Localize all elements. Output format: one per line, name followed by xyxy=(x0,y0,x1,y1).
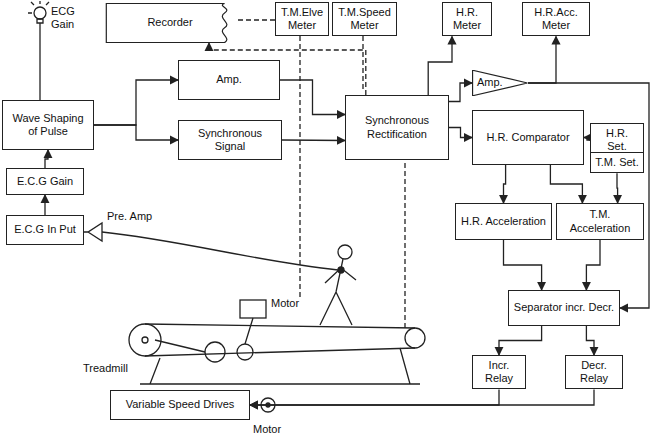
node-text: H.R. Comparator xyxy=(486,131,569,144)
process-box: E.C.G Gain xyxy=(6,168,84,195)
ecg-lead xyxy=(102,232,338,270)
lamp-label: ECG Gain xyxy=(50,5,84,30)
meter-box: H.R. Meter xyxy=(442,2,492,36)
connector xyxy=(550,165,582,203)
part-label: Motor xyxy=(270,297,300,310)
connector xyxy=(282,139,345,141)
node-text: T.M.Elve Meter xyxy=(280,6,324,32)
node-text: H.R.Acc. Meter xyxy=(527,6,585,32)
drive-wheel xyxy=(205,342,225,362)
node-text: Recorder xyxy=(147,16,192,29)
connector xyxy=(250,389,594,405)
lamp-wire xyxy=(39,23,40,100)
process-box: T.M. Acceleration xyxy=(556,203,644,240)
treadmill-motor xyxy=(240,300,266,318)
connector xyxy=(586,240,600,290)
treadmill-frame xyxy=(140,348,420,384)
meter-box: T.M.Speed Meter xyxy=(332,2,397,36)
connector xyxy=(504,165,506,203)
process-box: H.R. Comparator xyxy=(472,110,584,165)
speed-sensor-line xyxy=(362,36,363,92)
connector xyxy=(280,80,345,115)
node-text: E.C.G In Put xyxy=(14,223,76,236)
process-box: Synchronous Signal xyxy=(178,120,282,160)
node-text: Synchronous Signal xyxy=(183,127,277,153)
lamp-rays xyxy=(28,1,49,23)
connector xyxy=(504,240,542,290)
node-text: Separator incr. Decr. xyxy=(514,301,614,314)
connector xyxy=(44,195,45,215)
lamp-symbol xyxy=(34,7,46,19)
process-box: E.C.G In Put xyxy=(6,215,84,245)
connector xyxy=(449,83,472,102)
part-label: Motor xyxy=(252,423,282,436)
drive-wheel xyxy=(237,344,253,360)
node-text: Amp. xyxy=(216,73,242,86)
node-text: Amp. xyxy=(477,76,503,89)
preamp-symbol xyxy=(84,223,102,241)
node-text: H.R. Meter xyxy=(447,6,487,32)
node-text: T.M.Speed Meter xyxy=(337,6,392,32)
part-label: Treadmill xyxy=(82,362,129,375)
node-text: Synchronous Rectification xyxy=(350,114,444,140)
connector xyxy=(428,36,452,95)
runner-figure xyxy=(320,259,356,325)
process-box: Synchronous Rectification xyxy=(345,95,449,160)
drive-belt xyxy=(155,318,253,352)
connector xyxy=(499,326,542,355)
node-text: H.R. Acceleration xyxy=(461,215,546,228)
process-box: Amp. xyxy=(178,60,280,100)
connector xyxy=(586,326,594,355)
rear-roller xyxy=(405,328,425,348)
node-text: Incr. Relay xyxy=(477,359,521,385)
process-box: H.R. Acceleration xyxy=(455,203,552,240)
node-text: T.M. Acceleration xyxy=(561,208,639,234)
amplifier-triangle: Amp. xyxy=(472,70,528,96)
connector xyxy=(94,80,178,125)
node-text: Variable Speed Drives xyxy=(126,398,235,411)
speed-sensor-line xyxy=(404,163,405,330)
drive-box: Variable Speed Drives xyxy=(110,390,250,420)
process-box: Wave Shaping of Pulse xyxy=(2,100,94,150)
setting-box: T.M. Set. xyxy=(590,152,644,173)
node-text: T.M. Set. xyxy=(595,156,638,169)
relay-box: Incr. Relay xyxy=(472,355,526,389)
belt xyxy=(145,348,415,356)
node-text: H.R. Set. xyxy=(595,127,639,153)
meter-box: H.R.Acc. Meter xyxy=(522,2,590,36)
connector xyxy=(45,150,48,168)
ecg-electrode xyxy=(338,267,344,273)
relay-box: Decr. Relay xyxy=(565,355,623,389)
recorder-box: Recorder xyxy=(105,3,235,43)
meter-wire xyxy=(238,19,275,20)
process-box: Separator incr. Decr. xyxy=(508,290,620,326)
front-pulley-hub xyxy=(142,337,148,343)
node-text: Wave Shaping of Pulse xyxy=(7,112,89,138)
node-text: Decr. Relay xyxy=(570,359,618,385)
connector xyxy=(616,173,618,203)
connector xyxy=(528,36,556,83)
connector xyxy=(449,128,472,138)
speed-sensor-line xyxy=(299,36,300,300)
meter-box: T.M.Elve Meter xyxy=(275,2,329,36)
part-label: Pre. Amp xyxy=(106,210,153,223)
node-text: E.C.G Gain xyxy=(17,175,73,188)
connector xyxy=(94,125,178,140)
belt xyxy=(145,324,415,328)
connector xyxy=(250,389,499,405)
runner-head xyxy=(338,245,352,259)
